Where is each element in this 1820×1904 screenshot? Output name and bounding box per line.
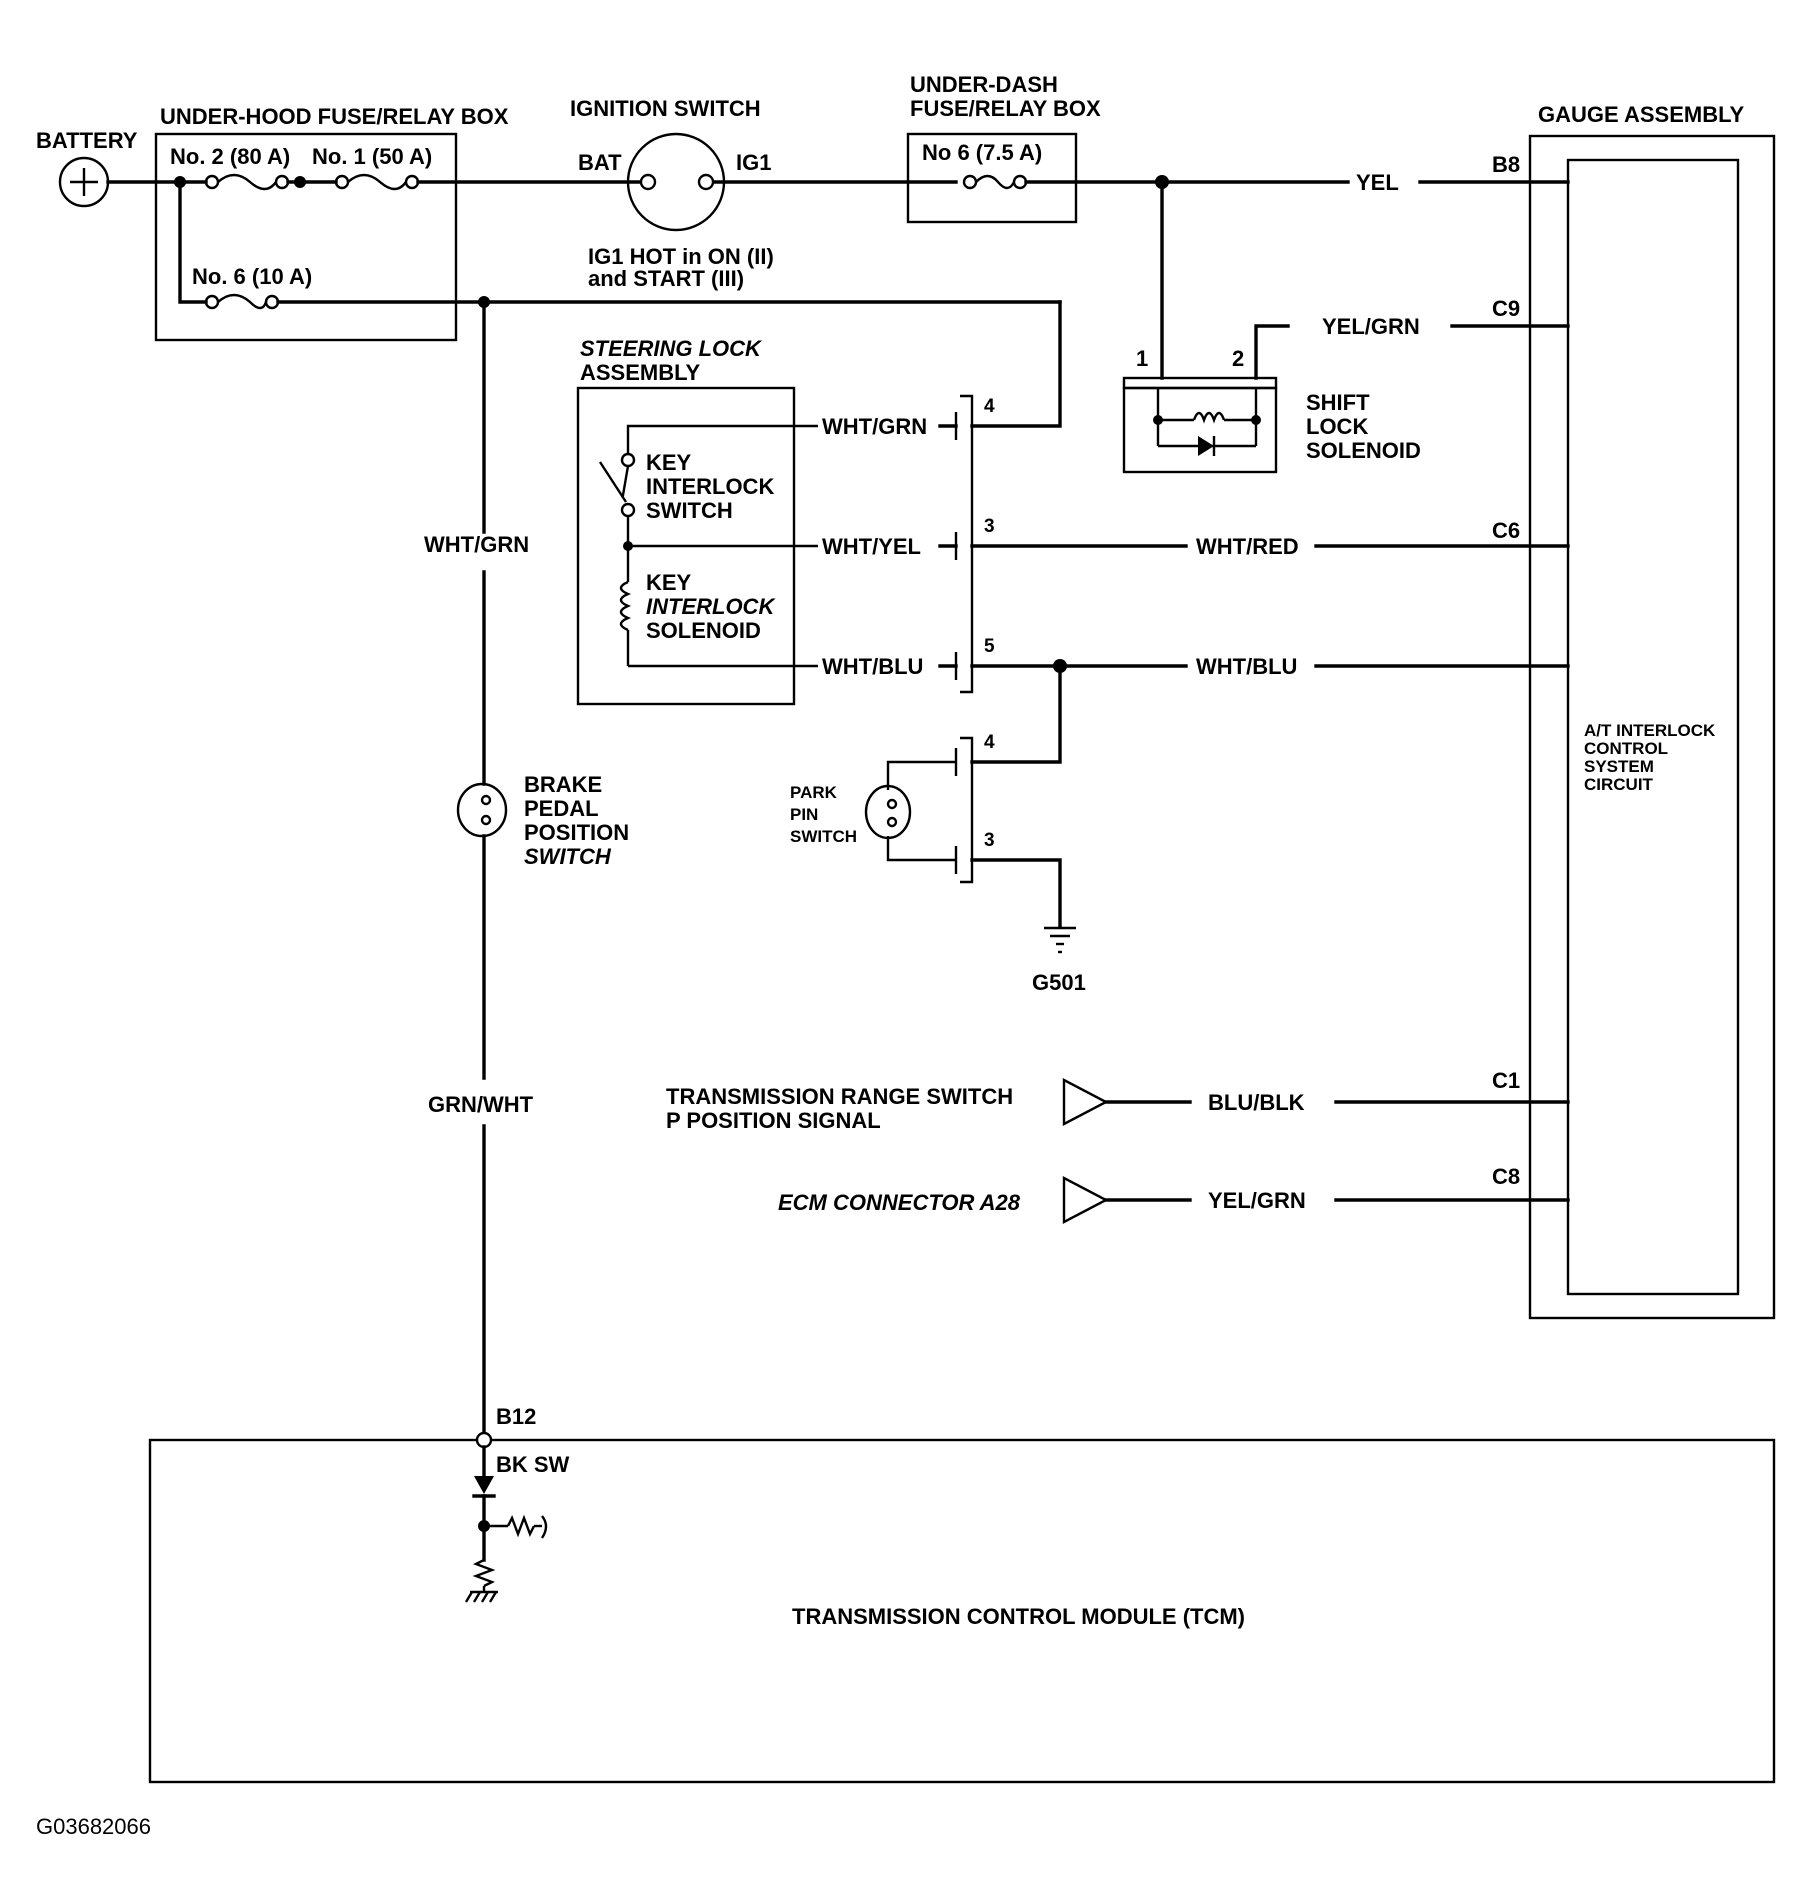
key-switch-line3: SWITCH [646,498,733,523]
under-dash-title-line1: UNDER-DASH [910,72,1058,97]
under-dash-fuse-relay-box: UNDER-DASH FUSE/RELAY BOX No 6 (7.5 A) [906,72,1101,224]
key-solenoid-line3: SOLENOID [646,618,761,643]
shift-lock-pin2: 2 [1232,346,1244,371]
gauge-assembly-title: GAUGE ASSEMBLY [1538,102,1745,127]
battery: BATTERY [36,128,138,208]
gauge-inner-line3: SYSTEM [1584,757,1654,776]
wire-wht-grn-left-label: WHT/GRN [424,532,529,557]
trs-label-line2: P POSITION SIGNAL [666,1108,881,1133]
under-hood-fuse-relay-box: UNDER-HOOD FUSE/RELAY BOX No. 2 (80 A) N… [154,104,509,342]
under-hood-box-title: UNDER-HOOD FUSE/RELAY BOX [160,104,509,129]
ignition-note-line1: IG1 HOT in ON (II) [588,244,774,269]
wire-wht-grn-label: WHT/GRN [822,414,927,439]
tcm-title: TRANSMISSION CONTROL MODULE (TCM) [792,1604,1245,1629]
gauge-pin-c9: C9 [1492,296,1520,321]
brake-switch-line4: SWITCH [524,844,612,869]
wire-wht-red-label: WHT/RED [1196,534,1299,559]
brake-pedal-position-switch: BRAKE PEDAL POSITION SWITCH [456,772,629,869]
ecm-label: ECM CONNECTOR A28 [778,1190,1021,1215]
fuse-no6-label: No. 6 (10 A) [192,264,312,289]
key-switch-line1: KEY [646,450,692,475]
fuse-no1-symbol [334,173,420,191]
key-switch-line2: INTERLOCK [646,474,774,499]
gauge-inner-line4: CIRCUIT [1584,775,1654,794]
wire-yel-label: YEL [1356,170,1399,195]
wire-wht-blu-right-label: WHT/BLU [1196,654,1297,679]
gauge-assembly: GAUGE ASSEMBLY A/T INTERLOCK CONTROL SYS… [1492,102,1776,1320]
shift-lock-pin1: 1 [1136,346,1148,371]
trs-signal: TRANSMISSION RANGE SWITCH P POSITION SIG… [666,1078,1570,1133]
steering-lock-title-line2: ASSEMBLY [580,360,701,385]
tcm-pin-b12: B12 [496,1404,536,1429]
gauge-pin-c8: C8 [1492,1164,1520,1189]
gauge-pin-c1: C1 [1492,1068,1520,1093]
ignition-switch: IGNITION SWITCH BAT IG1 IG1 HOT in ON (I… [570,96,774,291]
under-dash-fuse-label: No 6 (7.5 A) [922,140,1042,165]
shift-lock-line3: SOLENOID [1306,438,1421,463]
park-pin-switch: 4 3 PARK PIN SWITCH [790,664,1062,884]
park-pin-pin4: 4 [984,732,995,753]
ignition-note-line2: and START (III) [588,266,744,291]
gauge-pin-c6: C6 [1492,518,1520,543]
fuse-no2-label: No. 2 (80 A) [170,144,290,169]
ignition-bat-label: BAT [578,150,622,175]
wire-yel-grn-bottom-label: YEL/GRN [1208,1188,1306,1213]
ecm-signal: ECM CONNECTOR A28 YEL/GRN [778,1176,1570,1224]
wire-wht-blu-left-label: WHT/BLU [822,654,923,679]
park-pin-line3: SWITCH [790,827,857,846]
wire-yel-grn-top-label: YEL/GRN [1322,314,1420,339]
brake-switch-line2: PEDAL [524,796,599,821]
shift-lock-line1: SHIFT [1306,390,1370,415]
steering-pin3: 3 [984,516,995,537]
wire-blu-blk-label: BLU/BLK [1208,1090,1305,1115]
ignition-ig1-label: IG1 [736,150,771,175]
gauge-inner-line1: A/T INTERLOCK [1584,721,1716,740]
gauge-inner-line2: CONTROL [1584,739,1668,758]
brake-switch-line3: POSITION [524,820,629,845]
steering-pin4: 4 [984,396,995,417]
trs-label-line1: TRANSMISSION RANGE SWITCH [666,1084,1013,1109]
brake-switch-line1: BRAKE [524,772,602,797]
key-solenoid-line2: INTERLOCK [646,594,776,619]
key-solenoid-line1: KEY [646,570,692,595]
wire-wht-yel-label: WHT/YEL [822,534,921,559]
shift-lock-line2: LOCK [1306,414,1368,439]
ignition-switch-title: IGNITION SWITCH [570,96,761,121]
steering-lock-title-line1: STEERING LOCK [580,336,763,361]
battery-label: BATTERY [36,128,138,153]
park-pin-line2: PIN [790,805,818,824]
figure-id: G03682066 [36,1814,151,1839]
fuse-no2-symbol [204,173,290,191]
fuse-no6-symbol [204,293,280,310]
steering-lock-assembly: STEERING LOCK ASSEMBLY KEY INTERLOCK SWI… [576,336,818,706]
under-dash-title-line2: FUSE/RELAY BOX [910,96,1101,121]
transmission-control-module: B12 BK SW TRANSMISSION CONTROL MODULE (T… [148,1404,1776,1784]
ground-g501: G501 [1032,926,1086,995]
steering-lock-connector: 4 3 5 [954,394,995,694]
park-pin-pin3: 3 [984,830,995,851]
tcm-pin-name: BK SW [496,1452,570,1477]
wire-grn-wht-label: GRN/WHT [428,1092,534,1117]
fuse-no1-label: No. 1 (50 A) [312,144,432,169]
park-pin-line1: PARK [790,783,838,802]
gauge-pin-b8: B8 [1492,152,1520,177]
steering-pin5: 5 [984,636,995,657]
ground-label: G501 [1032,970,1086,995]
shift-lock-solenoid: YEL/GRN 1 2 SHIFT LOCK SOLENOID [1122,180,1570,474]
